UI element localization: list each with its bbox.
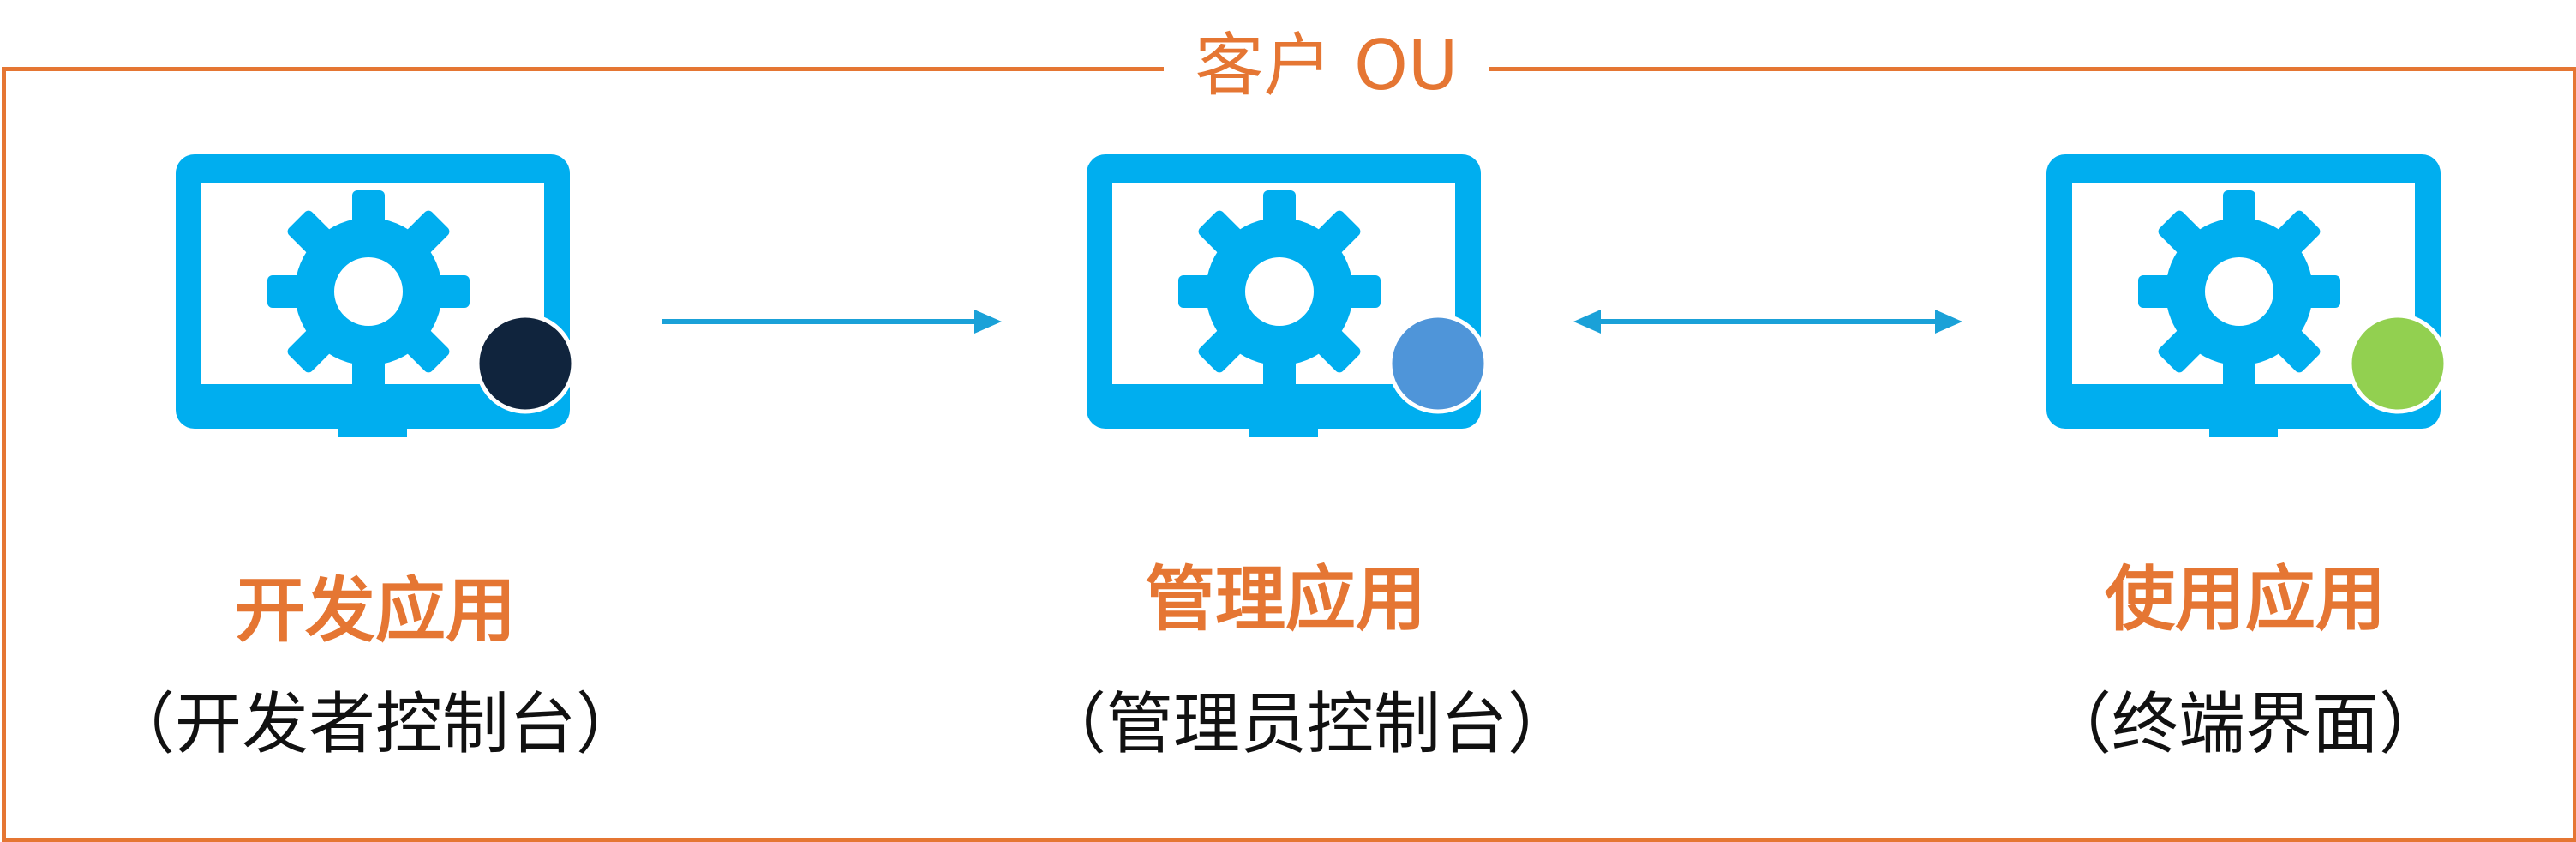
station-use: [2046, 154, 2526, 437]
station-develop-subtitle: （开发者控制台）: [107, 686, 643, 763]
station-use-subtitle: （终端界面）: [2044, 686, 2446, 763]
arrow-develop-to-manage: [662, 310, 1002, 334]
manage-graphic: [1087, 154, 1489, 437]
station-develop-title: 开发应用: [234, 570, 516, 652]
station-manage-subtitle: （管理员控制台）: [1039, 686, 1574, 763]
gear-icon: [267, 190, 470, 393]
user-icon: [1387, 313, 1489, 414]
station-develop: [176, 154, 656, 437]
arrow-manage-use: [1573, 310, 1962, 334]
frame-title: 客户 OU: [1164, 19, 1489, 113]
station-use-title: 使用应用: [2104, 559, 2386, 641]
develop-graphic: [176, 154, 576, 437]
gear-icon: [2138, 190, 2340, 393]
use-graphic: [2046, 154, 2448, 437]
user-icon: [475, 313, 576, 414]
station-manage-title: 管理应用: [1144, 559, 1426, 641]
gear-icon: [1178, 190, 1381, 393]
user-icon: [2347, 313, 2448, 414]
station-manage: [1087, 154, 1567, 437]
